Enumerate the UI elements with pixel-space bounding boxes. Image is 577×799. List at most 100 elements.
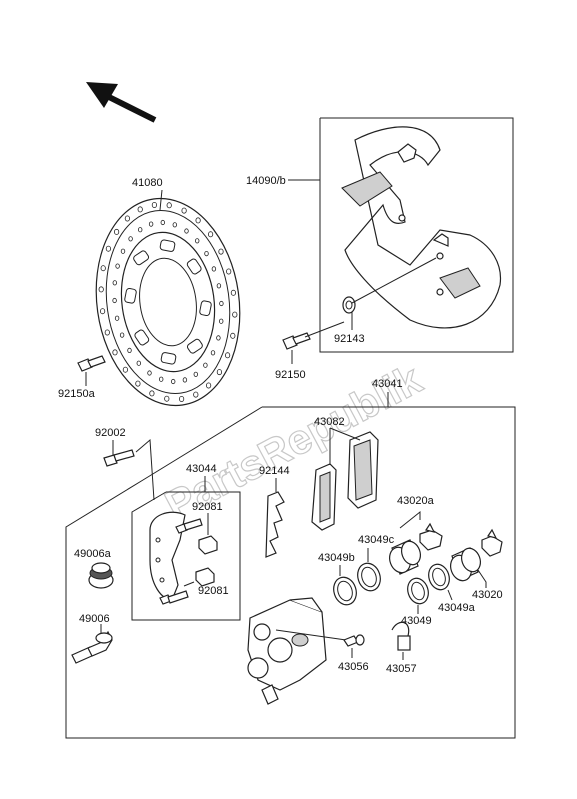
- washer-92143[interactable]: [342, 296, 356, 314]
- label-92081-bottom: 92081: [198, 585, 229, 597]
- disc-drill-hole: [211, 266, 217, 272]
- label-49006: 49006: [79, 613, 110, 625]
- disc-drill-hole: [232, 311, 238, 318]
- disc-drill-hole: [124, 215, 131, 222]
- brake-disc-41080[interactable]: [83, 189, 253, 415]
- disc-drill-hole: [128, 236, 133, 242]
- slide-pin-49006[interactable]: [71, 630, 113, 664]
- caliper-holder-43044[interactable]: [149, 511, 203, 605]
- disc-drill-hole: [160, 219, 165, 226]
- disc-drill-hole: [114, 228, 120, 235]
- disc-drill-hole: [98, 286, 104, 293]
- disc-drill-hole: [112, 280, 117, 286]
- disc-drill-hole: [151, 201, 157, 208]
- disc-drill-hole: [112, 349, 118, 356]
- label-49006a: 49006a: [74, 548, 112, 560]
- disc-drill-hole: [114, 315, 120, 321]
- disc-drill-hole: [179, 395, 185, 402]
- disc-drill-hole: [148, 221, 154, 227]
- label-43057: 43057: [386, 663, 417, 675]
- disc-drill-hole: [122, 366, 129, 373]
- disc-drill-hole: [137, 227, 143, 233]
- piston-43020[interactable]: [447, 528, 503, 584]
- disc-drill-hole: [120, 248, 126, 254]
- disc-bolt-92150a[interactable]: [77, 355, 106, 372]
- disc-drill-hole: [100, 308, 106, 315]
- label-92144: 92144: [259, 465, 290, 477]
- disc-cover-14090b[interactable]: [341, 126, 502, 329]
- disc-drill-hole: [172, 222, 177, 228]
- seal-43049a[interactable]: [425, 562, 452, 593]
- caliper-body[interactable]: [247, 597, 347, 705]
- disc-drill-hole: [135, 380, 141, 387]
- disc-drill-hole: [164, 395, 170, 402]
- bleeder-cap-43057[interactable]: [391, 621, 411, 651]
- pad-spring-92144[interactable]: [265, 491, 285, 558]
- label-92002: 92002: [95, 427, 126, 439]
- disc-drill-hole: [115, 263, 120, 269]
- disc-drill-hole: [104, 329, 110, 336]
- disc-window: [159, 239, 176, 252]
- label-92150: 92150: [275, 369, 306, 381]
- disc-drill-hole: [181, 207, 187, 214]
- disc-drill-hole: [127, 347, 132, 353]
- disc-drill-hole: [193, 371, 198, 377]
- disc-drill-hole: [119, 332, 125, 338]
- disc-window: [134, 329, 150, 346]
- seal-43049c[interactable]: [354, 560, 384, 593]
- label-92150a: 92150a: [58, 388, 96, 400]
- cover-group-frame: [288, 117, 514, 353]
- disc-window: [199, 300, 212, 317]
- disc-drill-hole: [216, 335, 221, 341]
- label-41080: 41080: [132, 177, 163, 189]
- disc-drill-hole: [194, 238, 200, 244]
- disc-drill-hole: [112, 297, 117, 304]
- disc-drill-hole: [204, 251, 209, 257]
- label-43049c: 43049c: [358, 534, 395, 546]
- disc-drill-hole: [208, 231, 214, 238]
- label-14090b: 14090/b: [246, 175, 286, 187]
- disc-drill-hole: [137, 206, 143, 213]
- seal-43049b[interactable]: [330, 574, 360, 607]
- disc-window: [133, 250, 150, 266]
- label-43049a: 43049a: [438, 602, 476, 614]
- label-92143: 92143: [334, 333, 365, 345]
- disc-drill-hole: [216, 283, 222, 289]
- label-43082: 43082: [314, 416, 345, 428]
- pad-pin-92081-top[interactable]: [198, 535, 218, 555]
- disc-drill-hole: [230, 289, 236, 296]
- disc-window: [160, 352, 177, 365]
- disc-drill-hole: [105, 245, 112, 252]
- bolt-92002[interactable]: [103, 449, 135, 467]
- disc-drill-hole: [149, 390, 155, 397]
- label-43044: 43044: [186, 463, 217, 475]
- disc-drill-hole: [184, 228, 189, 234]
- holder-subframe: [131, 476, 241, 621]
- disc-drill-hole: [170, 378, 176, 385]
- disc-drill-hole: [203, 362, 208, 368]
- disc-window: [186, 338, 203, 354]
- label-43020: 43020: [472, 589, 503, 601]
- disc-drill-hole: [147, 370, 152, 376]
- label-43049b: 43049b: [318, 552, 355, 564]
- seal-43049[interactable]: [404, 576, 431, 607]
- cover-bolt-92150[interactable]: [282, 332, 311, 350]
- disc-window: [124, 287, 137, 304]
- disc-drill-hole: [216, 369, 222, 376]
- bleeder-valve-43056[interactable]: [343, 634, 365, 647]
- disc-drill-hole: [182, 377, 188, 383]
- disc-drill-hole: [230, 332, 236, 339]
- piston-43020a[interactable]: [386, 522, 443, 576]
- disc-drill-hole: [225, 352, 231, 359]
- disc-drill-hole: [226, 268, 232, 275]
- label-43049: 43049: [401, 615, 432, 627]
- brake-pads-43082[interactable]: [311, 431, 379, 531]
- label-92081-top: 92081: [192, 501, 223, 513]
- dust-boot-49006a[interactable]: [88, 562, 114, 589]
- disc-drill-hole: [100, 265, 106, 272]
- disc-drill-hole: [218, 318, 224, 324]
- label-43020a: 43020a: [397, 495, 435, 507]
- disc-drill-hole: [210, 350, 216, 356]
- pad-pin-92081-bottom[interactable]: [195, 567, 215, 587]
